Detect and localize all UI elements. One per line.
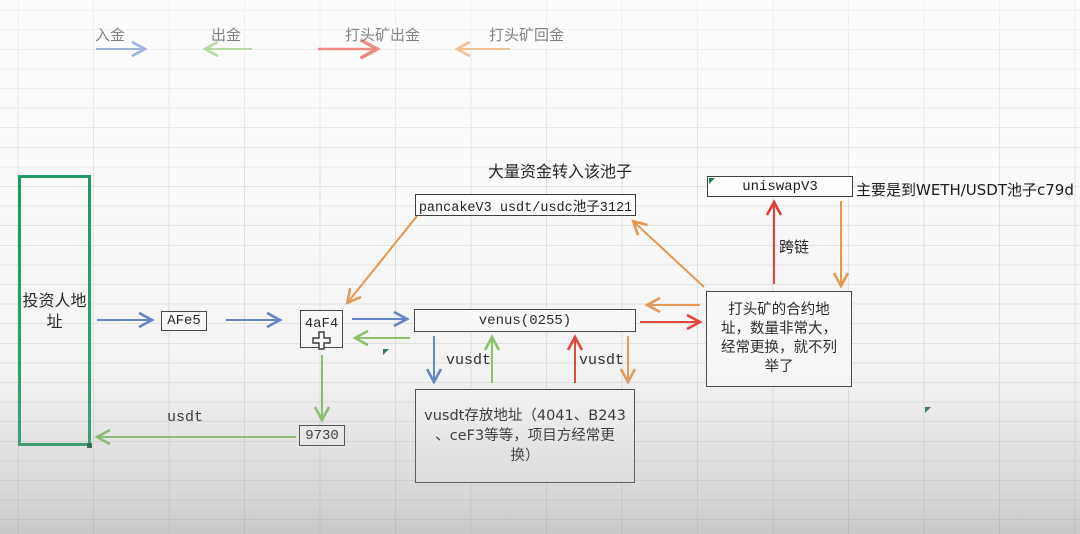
cell-cursor [312, 331, 331, 350]
node-afe5[interactable]: AFe5 [161, 311, 207, 331]
node-9730[interactable]: 9730 [299, 425, 345, 446]
legend-label-mining-return: 打头矿回金 [489, 26, 565, 44]
node-investor-address[interactable]: 投资人地 址 [18, 175, 91, 446]
comment-marker-icon [383, 349, 389, 355]
node-uniswap[interactable]: uniswapV3 [707, 176, 853, 197]
annotation-vusdt-left: vusdt [446, 352, 492, 369]
annotation-usdt: usdt [167, 409, 204, 426]
node-venus[interactable]: venus(0255) [414, 309, 636, 332]
arrow-pancake-to-4af4[interactable] [348, 215, 418, 302]
legend-label-mining-out: 打头矿出金 [345, 26, 421, 44]
annotation-uniswap-note: 主要是到WETH/USDT池子c79d [856, 181, 1074, 199]
annotation-vusdt-right: vusdt [579, 352, 625, 369]
node-mining-contracts[interactable]: 打头矿的合约地 址，数量非常大， 经常更换，就不列 举了 [706, 291, 852, 387]
annotation-pool-inflow: 大量资金转入该池子 [488, 162, 633, 181]
annotation-cross-chain: 跨链 [779, 238, 810, 256]
arrow-mining-to-pancake[interactable] [634, 222, 705, 288]
legend-label-deposit: 入金 [95, 26, 126, 44]
comment-marker-icon [709, 178, 715, 184]
comment-marker-icon [925, 407, 931, 413]
node-pancake-pool[interactable]: pancakeV3 usdt/usdc池子3121 [415, 194, 636, 216]
selection-handle[interactable] [87, 443, 92, 448]
node-vusdt-store[interactable]: vusdt存放地址（4041、B243 、ceF3等等，项目方经常更 换） [415, 389, 635, 483]
legend-label-withdraw: 出金 [211, 26, 242, 44]
